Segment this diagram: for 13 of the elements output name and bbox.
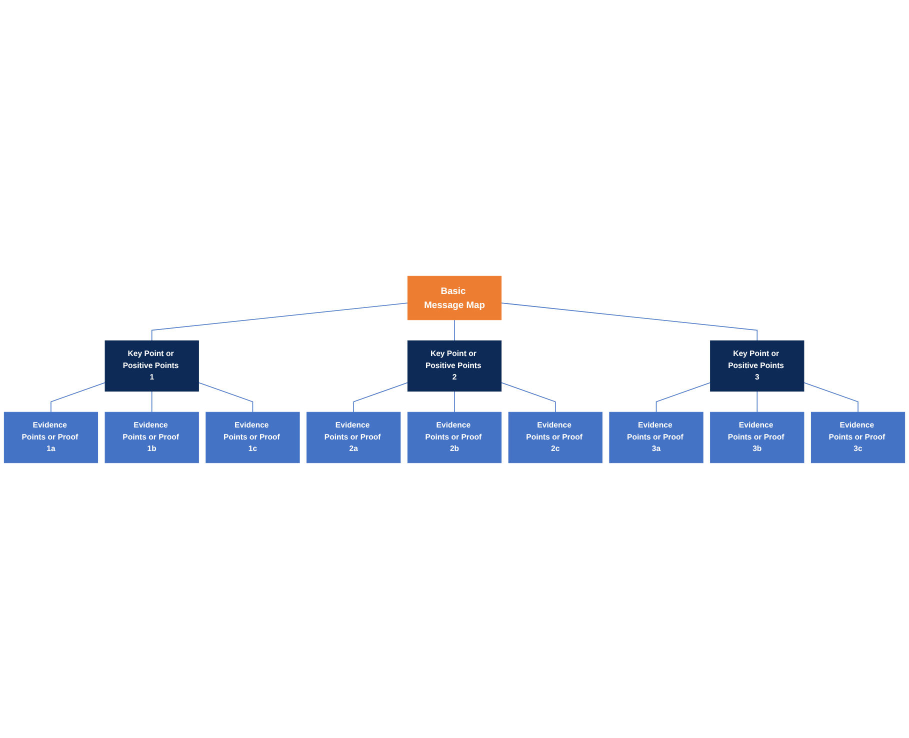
- connector: [454, 390, 455, 412]
- connector: [804, 382, 858, 412]
- connector: [198, 382, 254, 412]
- connector: [656, 382, 711, 412]
- connector: [454, 318, 455, 341]
- connector: [500, 382, 556, 412]
- node-box: Basic Message Map: [407, 275, 502, 320]
- connector: [756, 390, 758, 412]
- connector: [500, 302, 758, 341]
- connector: [50, 382, 106, 412]
- connector: [151, 302, 408, 341]
- connector: [151, 390, 152, 412]
- connector: [353, 382, 408, 412]
